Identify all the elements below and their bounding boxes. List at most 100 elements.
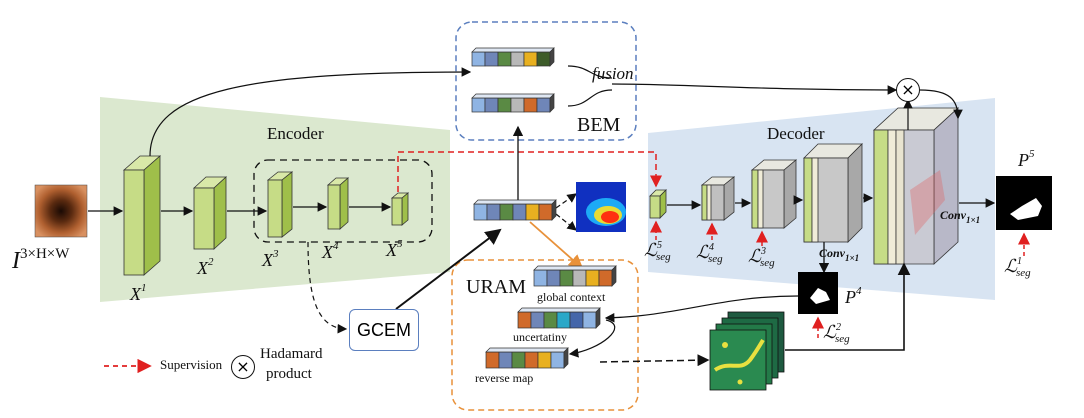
global-context-label: global context bbox=[537, 290, 606, 304]
token-side-face bbox=[549, 47, 555, 67]
arrow-bem-hadamard bbox=[611, 83, 898, 95]
arrow-gcem-token bbox=[395, 228, 502, 310]
token-cell bbox=[499, 203, 514, 221]
token-cell bbox=[511, 351, 526, 369]
uram-label: URAM bbox=[466, 276, 527, 298]
uncertainty-label: uncertatiny bbox=[513, 330, 567, 344]
token-cell bbox=[484, 97, 499, 113]
token-cell bbox=[484, 51, 499, 67]
conv-label-output: Conv1×1 bbox=[940, 208, 981, 225]
token-top-face bbox=[533, 265, 617, 271]
token-cell bbox=[517, 311, 532, 329]
fusion-label: fusion bbox=[592, 64, 634, 83]
token-cell bbox=[525, 203, 540, 221]
arrow-stack-dec5 bbox=[785, 262, 911, 351]
token-cell bbox=[523, 51, 538, 67]
token-cell bbox=[559, 269, 574, 287]
legend-supervision-label: Supervision bbox=[160, 357, 223, 372]
token-cell bbox=[485, 351, 500, 369]
arrow-token-uram bbox=[529, 221, 584, 270]
arrow-reverse-stack bbox=[599, 354, 710, 367]
token-cell bbox=[486, 203, 501, 221]
arrow-hadamard-dec5 bbox=[919, 89, 963, 120]
loss-l5-label: ℒ5seg bbox=[644, 240, 671, 263]
token-cell bbox=[471, 51, 486, 67]
arrow-uncertainty-reverse bbox=[568, 319, 616, 358]
token-side-face bbox=[551, 199, 557, 221]
token-cell bbox=[471, 97, 486, 113]
token-cell bbox=[510, 97, 525, 113]
token-top-face bbox=[473, 199, 557, 205]
token-bars bbox=[471, 47, 617, 369]
encoder-label: Encoder bbox=[267, 124, 324, 143]
encoder-block-x4 bbox=[326, 177, 350, 230]
token-side-face bbox=[611, 265, 617, 287]
decoder-block-4 bbox=[803, 143, 863, 243]
uncertainty-map-stack bbox=[709, 311, 785, 391]
input-image bbox=[34, 184, 88, 238]
loss-l3-label: ℒ3seg bbox=[748, 246, 775, 269]
token-cell bbox=[543, 311, 558, 329]
token-top-face bbox=[471, 93, 555, 99]
hadamard-icon-legend: × bbox=[231, 355, 255, 379]
arrow-x1-bem bbox=[149, 67, 472, 157]
decoder-block-2 bbox=[700, 176, 736, 221]
bem-token-top bbox=[471, 47, 555, 67]
bem-token-bottom bbox=[471, 93, 555, 113]
token-cell bbox=[512, 203, 527, 221]
token-cell bbox=[550, 351, 565, 369]
token-cell bbox=[510, 51, 525, 67]
x3-label: X3 bbox=[262, 248, 279, 270]
x1-label: X1 bbox=[130, 282, 147, 304]
token-cell bbox=[473, 203, 488, 221]
token-side-face bbox=[595, 307, 601, 329]
loss-l1-label: ℒ1seg bbox=[1004, 256, 1031, 279]
bem-box bbox=[455, 21, 637, 141]
token-cell bbox=[498, 351, 513, 369]
legend-hadamard-label-1: Hadamard bbox=[260, 346, 323, 362]
encoder-block-x1 bbox=[122, 155, 162, 276]
decoder-block-1 bbox=[649, 189, 667, 219]
decoder-label: Decoder bbox=[767, 124, 825, 143]
gcem-module: GCEM bbox=[349, 309, 419, 351]
token-cell bbox=[585, 269, 600, 287]
token-cell bbox=[536, 97, 551, 113]
token-cell bbox=[524, 351, 539, 369]
loss-l4-label: ℒ4seg bbox=[696, 242, 723, 265]
arrow-encoder-gcem bbox=[307, 241, 348, 334]
x4-label: X4 bbox=[322, 240, 339, 262]
token-cell bbox=[598, 269, 613, 287]
token-cell bbox=[497, 97, 512, 113]
p4-label: P4 bbox=[845, 285, 862, 307]
conv-label-decoder: Conv1×1 bbox=[819, 246, 860, 263]
bem-fusion-curve bbox=[567, 65, 613, 107]
input-label: I3×H×W bbox=[12, 246, 70, 274]
decoder-block-5 bbox=[872, 107, 960, 265]
token-cell bbox=[523, 97, 538, 113]
middle-token bbox=[473, 199, 557, 221]
token-cell bbox=[533, 269, 548, 287]
legend-hadamard-label-2: product bbox=[266, 366, 312, 382]
token-top-face bbox=[485, 347, 569, 353]
arrow-token-heatmap-b bbox=[555, 213, 577, 231]
arrow-token-heatmap-a bbox=[555, 193, 577, 209]
loss-l2-label: ℒ2seg bbox=[823, 322, 850, 345]
supervision-skip-x5 bbox=[397, 151, 662, 192]
token-top-face bbox=[517, 307, 601, 313]
p5-map bbox=[996, 176, 1052, 230]
x5-label: X5 bbox=[386, 238, 403, 260]
token-side-face bbox=[549, 93, 555, 113]
token-top-face bbox=[471, 47, 555, 53]
encoder-skip-box bbox=[253, 159, 433, 243]
encoder-block-x2 bbox=[192, 176, 228, 250]
token-cell bbox=[572, 269, 587, 287]
encoder-block-x5 bbox=[390, 192, 410, 226]
global-context-token bbox=[533, 265, 617, 287]
token-cell bbox=[538, 203, 553, 221]
token-side-face bbox=[563, 347, 569, 369]
token-cell bbox=[556, 311, 571, 329]
token-cell bbox=[582, 311, 597, 329]
token-cell bbox=[537, 351, 552, 369]
p5-label: P5 bbox=[1018, 148, 1035, 170]
